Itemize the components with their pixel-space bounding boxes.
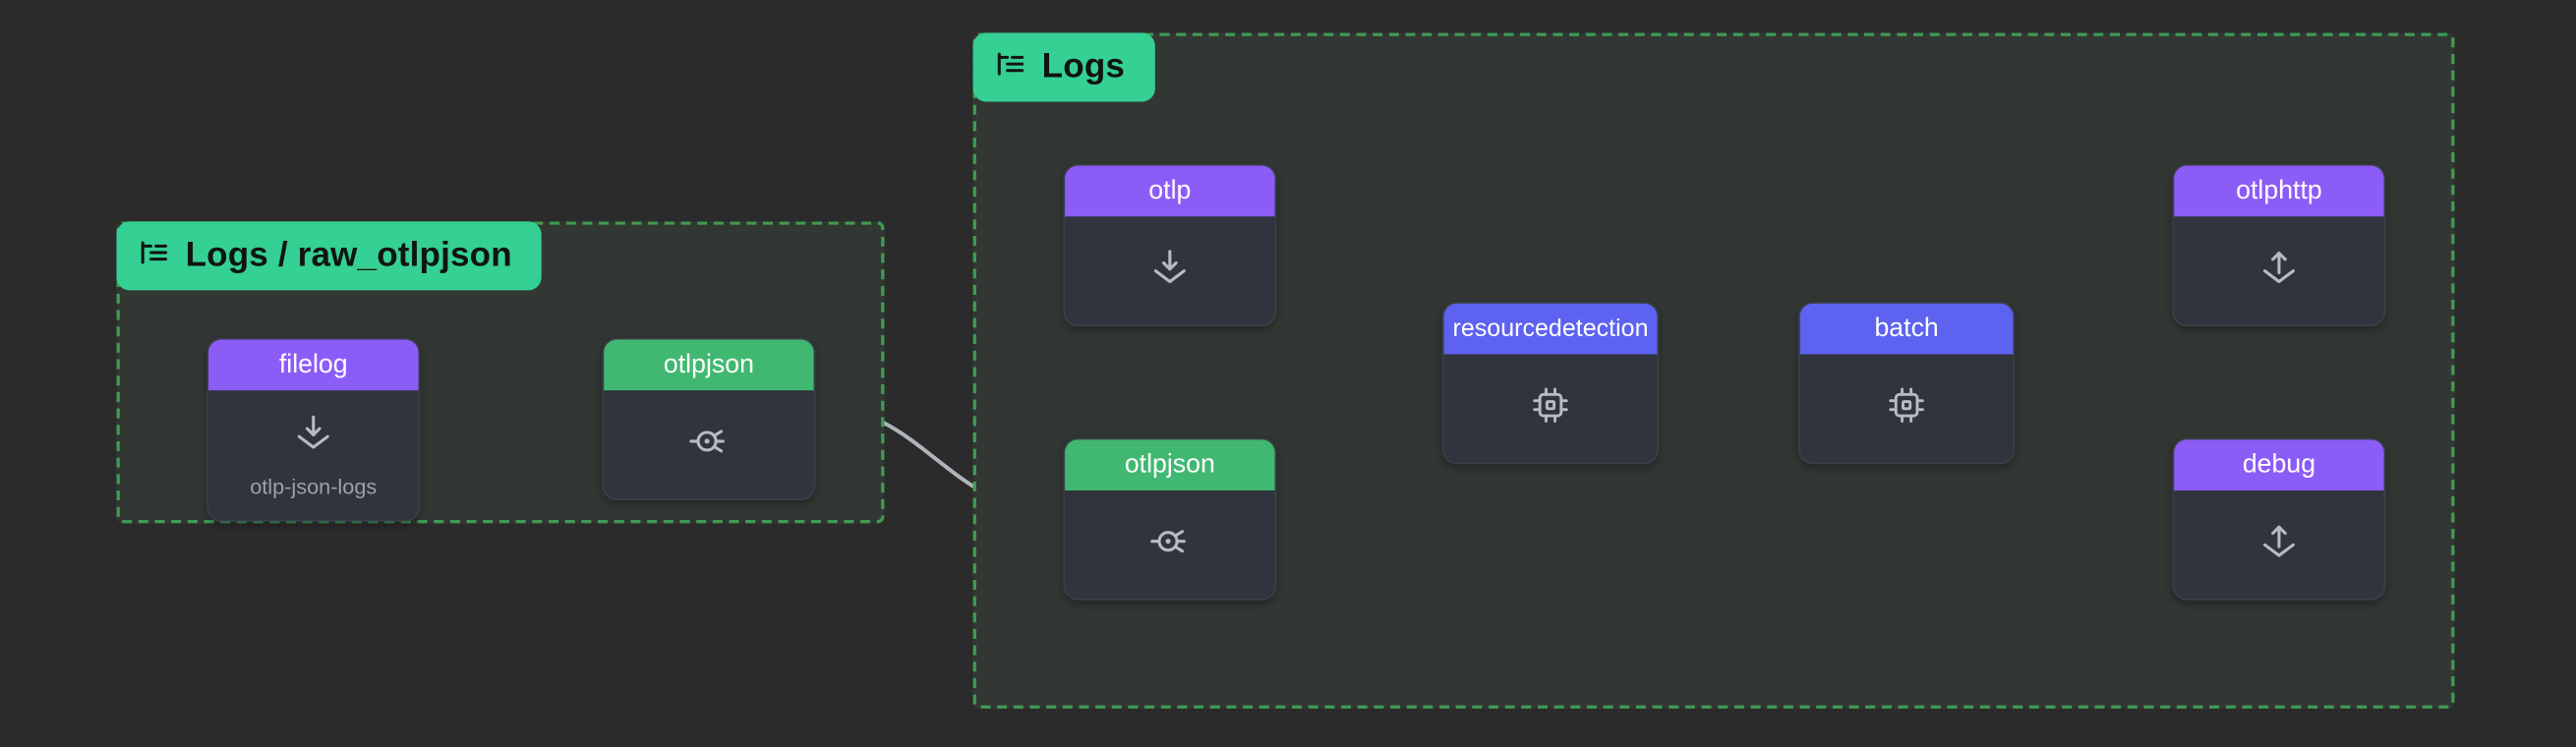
node-header: batch <box>1799 303 2014 355</box>
node-otlpjson-left[interactable]: otlpjson <box>602 337 816 500</box>
node-body <box>604 390 814 498</box>
node-body <box>2174 490 2384 599</box>
node-batch[interactable]: batch <box>1797 302 2016 465</box>
connector-split-icon <box>687 419 730 470</box>
node-title: otlpjson <box>663 350 754 378</box>
upload-tray-icon <box>2257 245 2300 296</box>
node-body <box>1800 354 2014 462</box>
node-body <box>1065 216 1275 324</box>
list-tree-icon <box>140 236 169 275</box>
node-otlpjson-right[interactable]: otlpjson <box>1063 437 1277 601</box>
cpu-chip-icon <box>1885 383 1927 434</box>
node-sublabel: otlp-json-logs <box>250 473 378 498</box>
node-title: debug <box>2242 450 2316 479</box>
group-badge-raw-otlpjson[interactable]: Logs / raw_otlpjson <box>116 221 542 291</box>
node-body <box>1065 490 1275 599</box>
node-header: resourcedetection <box>1443 303 1658 355</box>
node-title: otlp <box>1148 176 1192 204</box>
node-filelog[interactable]: filelog otlp-json-logs <box>206 337 421 522</box>
node-title: resourcedetection <box>1452 315 1649 343</box>
node-title: batch <box>1874 314 1939 342</box>
group-logs[interactable] <box>972 32 2455 709</box>
node-header: otlpjson <box>1065 439 1275 490</box>
node-resourcedetection[interactable]: resourcedetection <box>1441 302 1660 465</box>
cpu-chip-icon <box>1529 383 1571 434</box>
node-otlp[interactable]: otlp <box>1063 163 1277 327</box>
node-header: otlphttp <box>2174 165 2384 217</box>
node-title: otlphttp <box>2236 176 2322 204</box>
download-tray-icon <box>1148 245 1191 296</box>
download-tray-icon <box>292 411 334 462</box>
connector-split-icon <box>1148 519 1191 570</box>
group-badge-logs[interactable]: Logs <box>972 32 1155 102</box>
node-header: debug <box>2174 439 2384 490</box>
node-title: filelog <box>278 350 348 378</box>
node-body <box>2174 216 2384 324</box>
group-badge-label: Logs / raw_otlpjson <box>185 236 512 274</box>
group-badge-label: Logs <box>1041 47 1126 86</box>
node-otlphttp[interactable]: otlphttp <box>2172 163 2386 327</box>
node-body <box>1444 354 1658 462</box>
node-title: otlpjson <box>1124 450 1215 479</box>
node-header: otlpjson <box>604 339 814 391</box>
list-tree-icon <box>996 47 1025 86</box>
upload-tray-icon <box>2257 519 2300 570</box>
node-body: otlp-json-logs <box>208 390 419 520</box>
node-header: otlp <box>1065 165 1275 217</box>
node-debug[interactable]: debug <box>2172 437 2386 601</box>
node-header: filelog <box>207 339 419 391</box>
